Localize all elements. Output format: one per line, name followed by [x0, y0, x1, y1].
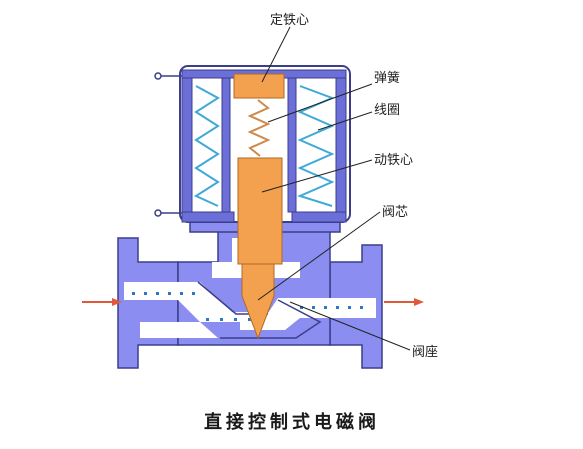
- leader-spring: [267, 83, 373, 123]
- label-moving-core: 动铁心: [374, 153, 413, 168]
- flow-dot: [312, 306, 315, 309]
- label-spring: 弹簧: [374, 70, 400, 86]
- flow-dots: [132, 292, 363, 321]
- leader-valve-core: [257, 211, 381, 301]
- housing-bottom-right: [291, 211, 347, 223]
- flow-dot: [234, 318, 237, 321]
- label-fixed-core: 定铁心: [270, 13, 309, 28]
- housing-left-wall: [181, 71, 193, 221]
- flow-dot: [348, 306, 351, 309]
- flow-dot: [248, 318, 251, 321]
- flow-dot: [360, 306, 363, 309]
- label-coil: 线圈: [374, 103, 400, 118]
- spring: [247, 99, 271, 157]
- flow-dot: [132, 292, 135, 295]
- coil-right: [297, 85, 335, 207]
- flow-dot: [206, 318, 209, 321]
- flow-dot: [144, 292, 147, 295]
- flow-dot: [336, 306, 339, 309]
- coil-housing: [179, 65, 351, 223]
- coil-terminal-bottom: [154, 209, 182, 217]
- left-flange: [117, 237, 179, 369]
- leader-lines: [257, 26, 411, 351]
- moving-core: [237, 157, 283, 265]
- diagram-caption: 直接控制式电磁阀: [204, 411, 380, 433]
- outlet-arrow: [384, 298, 424, 306]
- inlet-arrow: [82, 298, 122, 306]
- housing-bottom-left: [181, 211, 235, 223]
- flow-channel-lower: [140, 322, 218, 338]
- tube-right: [287, 77, 297, 213]
- flow-dot: [220, 318, 223, 321]
- coil-left: [193, 85, 220, 207]
- flow-dot: [300, 306, 303, 309]
- flow-dot: [168, 292, 171, 295]
- flow-dot: [180, 292, 183, 295]
- leader-fixed-core: [261, 26, 291, 83]
- flow-dot: [324, 306, 327, 309]
- leader-moving-core: [261, 159, 373, 193]
- tube-left: [221, 77, 231, 213]
- flow-dot: [192, 292, 195, 295]
- flow-dot: [156, 292, 159, 295]
- fixed-core: [233, 73, 285, 99]
- label-valve-seat: 阀座: [412, 345, 438, 360]
- valve-core: [241, 263, 275, 340]
- coil-terminal-top: [154, 72, 182, 80]
- leader-coil: [317, 111, 373, 131]
- label-valve-core: 阀芯: [382, 205, 408, 220]
- leader-valve-seat: [289, 301, 411, 351]
- flow-channel-outlet: [240, 298, 376, 330]
